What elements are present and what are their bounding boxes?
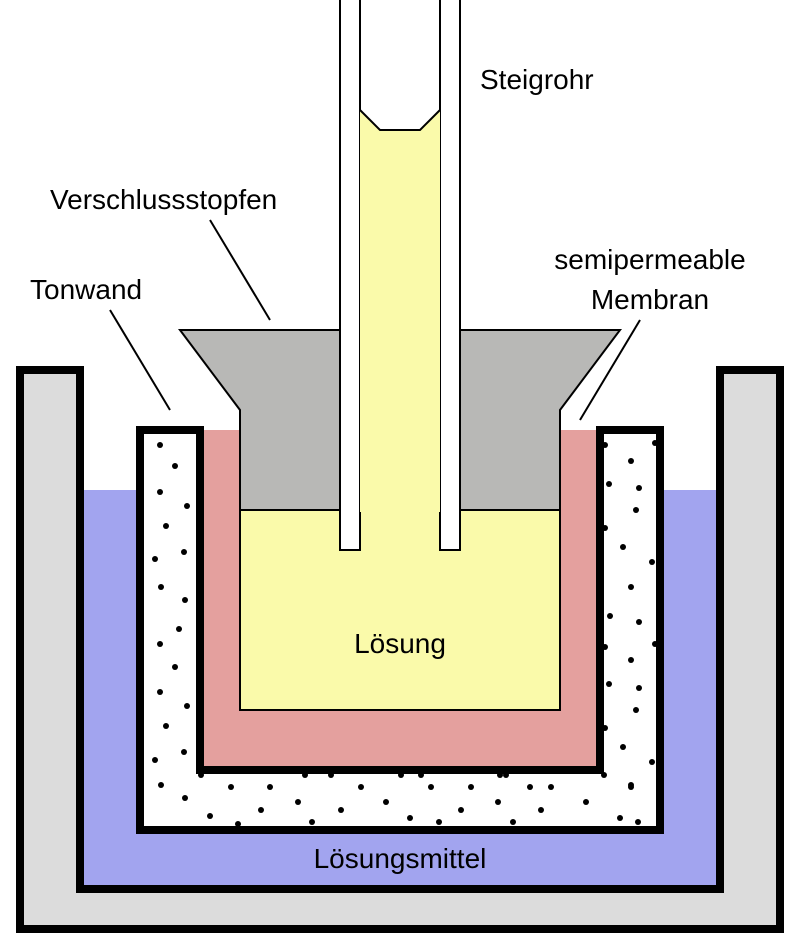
riser-tube-wall-left xyxy=(339,0,361,551)
pore-dot xyxy=(635,819,641,825)
pore-dot xyxy=(649,559,655,565)
pore-dot xyxy=(601,772,607,778)
riser-tube-wall-right xyxy=(439,0,461,551)
pore-dot xyxy=(617,815,623,821)
pore-dot xyxy=(606,681,612,687)
riser-tube-solution xyxy=(360,110,440,512)
pore-dot xyxy=(163,723,169,729)
pore-dot xyxy=(628,584,634,590)
pore-dot xyxy=(302,772,308,778)
outer-vessel xyxy=(16,366,784,933)
meniscus xyxy=(359,109,441,131)
solution-fill xyxy=(239,509,561,711)
pore-dot xyxy=(436,819,442,825)
pore-dot xyxy=(636,485,642,491)
pore-dot xyxy=(495,799,501,805)
pore-dot xyxy=(172,463,178,469)
label-clay-wall: Tonwand xyxy=(30,274,142,305)
pore-dot xyxy=(418,772,424,778)
pore-dot xyxy=(636,619,642,625)
pore-dot xyxy=(428,784,434,790)
pore-dot xyxy=(407,815,413,821)
pore-dot xyxy=(538,807,544,813)
pore-dot xyxy=(184,503,190,509)
pore-dot xyxy=(258,807,264,813)
pore-dot xyxy=(207,813,213,819)
pore-dot xyxy=(527,784,533,790)
pore-dot xyxy=(548,784,554,790)
pore-dot xyxy=(497,772,503,778)
pore-dot xyxy=(620,544,626,550)
pore-dot xyxy=(652,641,658,647)
label-membrane-line2: Membran xyxy=(591,284,709,315)
pore-dot xyxy=(649,759,655,765)
pore-dot xyxy=(398,772,404,778)
pore-dot xyxy=(383,799,389,805)
pore-dot xyxy=(602,442,608,448)
stopper-leader-line xyxy=(209,219,271,321)
label-membrane-line1: semipermeable xyxy=(554,244,745,275)
pore-dot xyxy=(636,685,642,691)
label-stopper: Verschlussstopfen xyxy=(50,184,277,215)
pore-dot xyxy=(181,749,187,755)
label-riser-tube: Steigrohr xyxy=(480,64,594,95)
pore-dot xyxy=(267,784,273,790)
pore-dot xyxy=(602,525,608,531)
pore-dot xyxy=(602,644,608,650)
pore-dot xyxy=(228,784,234,790)
pore-dot xyxy=(468,784,474,790)
label-solvent: Lösungsmittel xyxy=(314,843,487,874)
pore-dot xyxy=(182,597,188,603)
pore-dot xyxy=(172,664,178,670)
pore-dot xyxy=(606,481,612,487)
pore-dot xyxy=(309,819,315,825)
pore-dot xyxy=(628,782,634,788)
pore-dot xyxy=(176,626,182,632)
pore-dot xyxy=(607,613,613,619)
pore-dot xyxy=(652,440,658,446)
pore-dot xyxy=(602,725,608,731)
pore-dot xyxy=(503,772,509,778)
pore-dot xyxy=(157,689,163,695)
pore-dot xyxy=(235,821,241,827)
pore-dot xyxy=(184,703,190,709)
pore-dot xyxy=(358,784,364,790)
pore-dot xyxy=(583,799,589,805)
pore-dot xyxy=(181,549,187,555)
pore-dot xyxy=(295,799,301,805)
pore-dot xyxy=(157,442,163,448)
pore-dot xyxy=(198,772,204,778)
pore-dot xyxy=(633,707,639,713)
pore-dot xyxy=(152,757,158,763)
pore-dot xyxy=(158,782,164,788)
pore-dot xyxy=(620,744,626,750)
pore-dot xyxy=(628,458,634,464)
pore-dot xyxy=(458,807,464,813)
pore-dot xyxy=(628,657,634,663)
clay-wall-leader-line xyxy=(109,309,171,411)
pore-dot xyxy=(328,772,334,778)
pore-dot xyxy=(158,584,164,590)
membrane-leader-line xyxy=(579,319,641,421)
label-solution: Lösung xyxy=(354,628,446,659)
pore-dot xyxy=(510,819,516,825)
pore-dot xyxy=(633,507,639,513)
pore-dot xyxy=(163,523,169,529)
pore-dot xyxy=(157,489,163,495)
pore-dot xyxy=(152,556,158,562)
clay-pores xyxy=(152,440,658,827)
pore-dot xyxy=(182,795,188,801)
pore-dot xyxy=(157,641,163,647)
clay-wall xyxy=(136,426,664,834)
pore-dot xyxy=(338,807,344,813)
